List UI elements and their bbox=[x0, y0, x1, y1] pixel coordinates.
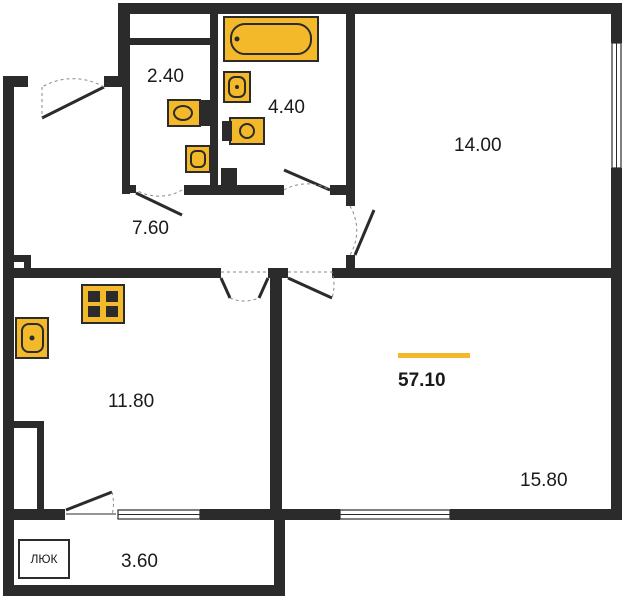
room-area-living-room: 15.80 bbox=[520, 470, 568, 491]
door-entrance bbox=[41, 78, 105, 120]
wc-sink-icon bbox=[185, 145, 211, 173]
window-bedroom bbox=[611, 42, 622, 169]
room-area-bathroom: 4.40 bbox=[268, 97, 305, 118]
door-bathroom bbox=[283, 168, 331, 192]
kitchen-sink-icon bbox=[15, 317, 49, 359]
room-area-bedroom: 14.00 bbox=[454, 135, 502, 156]
stove-icon bbox=[81, 284, 125, 324]
door-balcony bbox=[65, 490, 116, 516]
hatch-box: ЛЮК bbox=[18, 539, 70, 579]
total-area-marker bbox=[398, 353, 470, 358]
door-living-room bbox=[287, 271, 335, 300]
room-area-hallway: 7.60 bbox=[132, 218, 169, 239]
door-bedroom bbox=[349, 205, 376, 256]
room-area-wc: 2.40 bbox=[147, 66, 184, 87]
bathtub-icon bbox=[223, 16, 319, 62]
room-area-balcony: 3.60 bbox=[121, 551, 158, 572]
hatch-label: ЛЮК bbox=[30, 552, 58, 566]
washing-machine-icon bbox=[222, 117, 265, 145]
toilet-icon bbox=[167, 99, 210, 127]
window-kitchen bbox=[117, 509, 201, 520]
total-area-label: 57.10 bbox=[398, 370, 446, 391]
bathroom-sink-icon bbox=[223, 71, 251, 103]
interior-walls bbox=[14, 14, 622, 510]
door-wc bbox=[135, 189, 183, 217]
door-kitchen bbox=[219, 271, 270, 302]
room-area-kitchen: 11.80 bbox=[108, 391, 155, 412]
window-living-room bbox=[339, 509, 451, 520]
